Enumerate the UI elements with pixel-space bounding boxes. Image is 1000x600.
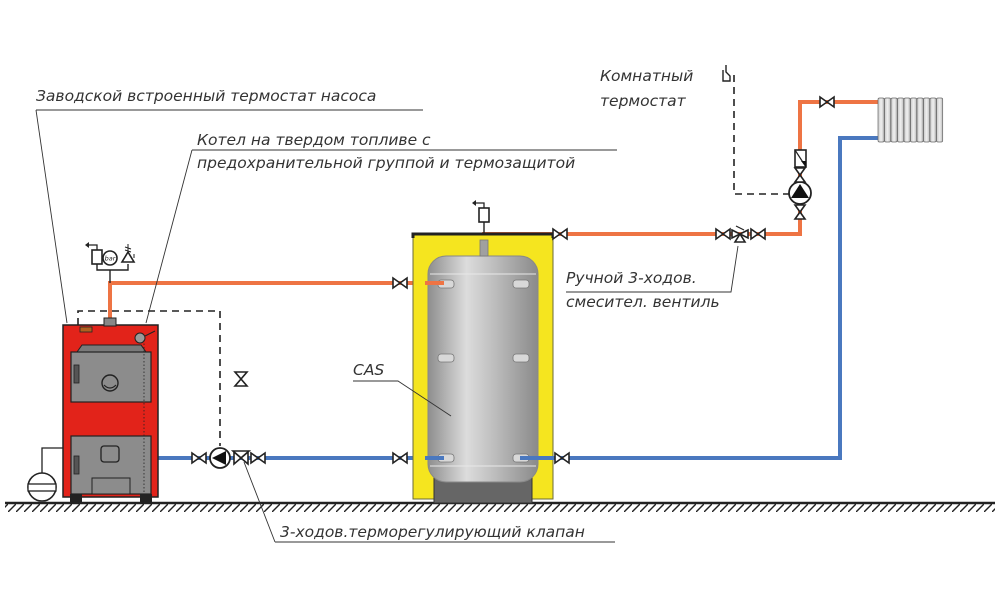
bypass-valve-icon — [233, 371, 249, 387]
pump-thermostat-label: Заводской встроенный термостат насоса — [36, 87, 376, 105]
radiator-section — [890, 97, 898, 143]
room-thermostat-icon — [722, 65, 731, 82]
ball-valve-icon — [250, 451, 266, 465]
radiator-valve-icon — [819, 95, 835, 109]
heating-circuit-pump-group — [788, 149, 812, 220]
room-thermostat-label-line1: Комнатный — [600, 67, 693, 85]
tank-outlet-valve-icon — [552, 227, 568, 241]
solid-fuel-boiler — [62, 317, 159, 503]
buffer-tank-cas — [411, 200, 555, 504]
radiator-section — [903, 97, 911, 143]
tank-inlet-valve-icon — [392, 276, 408, 290]
radiator-section — [910, 97, 918, 143]
boiler-return-fittings — [191, 371, 266, 469]
label-pump-thermostat: Заводской встроенный термостат насоса — [35, 87, 423, 324]
room-thermostat-label-line2: термостат — [600, 92, 687, 110]
air-vent-icon — [91, 249, 103, 265]
radiator-section — [936, 97, 944, 143]
expansion-vessel — [27, 447, 63, 502]
safety-group: bar — [85, 242, 136, 283]
tank-label: CAS — [353, 361, 384, 379]
label-thermo-valve: 3-ходов.терморегулирующий клапан — [243, 461, 615, 543]
bypass-pipes — [239, 234, 742, 458]
radiator — [877, 97, 944, 143]
mixing-valve-label-line2: смесител. вентиль — [566, 293, 720, 311]
thermo-valve-label: 3-ходов.терморегулирующий клапан — [280, 523, 585, 541]
boiler-label-line2: предохранительной группой и термозащитой — [197, 154, 575, 172]
label-boiler: Котел на твердом топливе с предохранител… — [145, 131, 617, 324]
room-thermostat — [722, 65, 789, 195]
ball-valve-icon — [191, 451, 207, 465]
manual-3way-mixing-valve — [715, 225, 766, 243]
radiator-section — [923, 97, 931, 143]
radiator-section — [897, 97, 905, 143]
safety-valve-icon — [120, 250, 136, 263]
radiator-section — [929, 97, 937, 143]
mixing-valve-label-line1: Ручной 3-ходов. — [566, 269, 697, 287]
pressure-gauge-icon — [102, 250, 118, 266]
boiler-label-line1: Котел на твердом топливе с — [197, 131, 431, 149]
label-mixing-valve: Ручной 3-ходов. смесител. вентиль — [566, 245, 739, 311]
tank-return-valve-icon — [392, 451, 408, 465]
floor — [5, 501, 995, 512]
pressure-gauge-unit: bar — [105, 255, 117, 263]
radiator-section — [884, 97, 892, 143]
label-tank: CAS — [353, 361, 452, 417]
label-room-thermostat: Комнатный термостат — [600, 67, 693, 110]
radiator-section — [916, 97, 924, 143]
air-vent-icon — [478, 207, 490, 223]
radiator-section — [877, 97, 885, 143]
system-return-valve-icon — [554, 451, 570, 465]
